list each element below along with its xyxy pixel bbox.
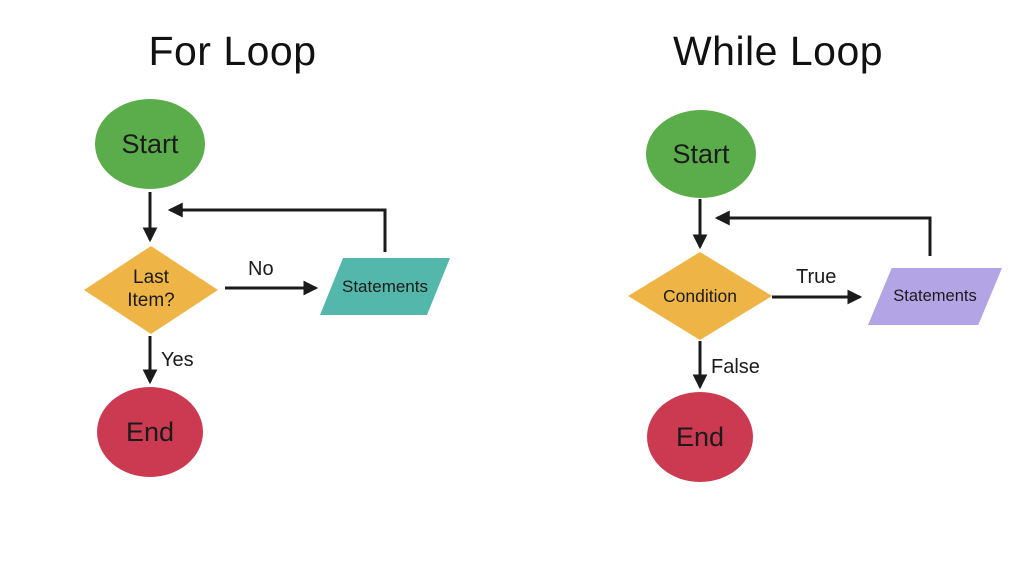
for-decision-label: Last Item? bbox=[127, 267, 175, 311]
for-statements-node: Statements bbox=[320, 258, 450, 315]
for-loop-title: For Loop bbox=[148, 28, 317, 74]
for-no-edge-label: No bbox=[248, 258, 274, 280]
for-yes-edge-label: Yes bbox=[161, 349, 194, 371]
arrow-while-loopback bbox=[714, 210, 932, 256]
for-start-label: Start bbox=[121, 128, 179, 159]
while-end-node: End bbox=[647, 392, 753, 482]
while-false-edge-label: False bbox=[711, 356, 760, 378]
while-decision-node: Condition bbox=[628, 252, 772, 340]
for-decision-node: Last Item? bbox=[84, 246, 218, 334]
for-end-label: End bbox=[125, 416, 175, 447]
while-end-label: End bbox=[675, 421, 725, 452]
while-statements-label: Statements bbox=[893, 287, 977, 305]
while-start-label: Start bbox=[672, 138, 730, 169]
while-decision-label: Condition bbox=[663, 285, 737, 306]
arrow-for-loopback bbox=[167, 202, 387, 252]
while-statements-node: Statements bbox=[868, 268, 1002, 325]
while-true-edge-label: True bbox=[796, 266, 837, 288]
for-statements-label: Statements bbox=[342, 276, 428, 296]
while-loop-title: While Loop bbox=[672, 28, 884, 74]
for-end-node: End bbox=[97, 387, 203, 477]
for-start-node: Start bbox=[95, 99, 205, 189]
while-start-node: Start bbox=[646, 110, 756, 198]
